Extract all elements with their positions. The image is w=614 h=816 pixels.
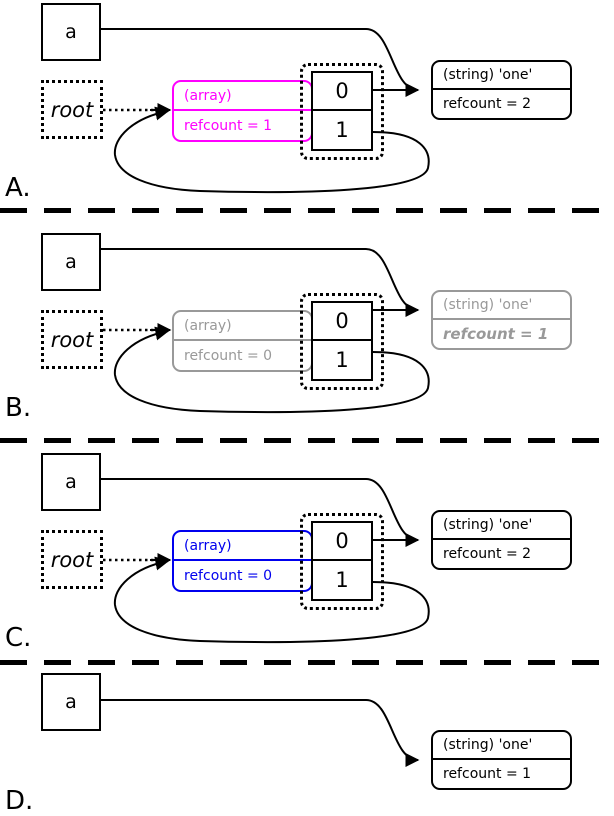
- root-label: root: [50, 327, 94, 352]
- array-zval-c: (array) refcount = 0: [172, 530, 313, 592]
- array-type-label: (array): [174, 312, 311, 341]
- array-refcount-label: refcount = 0: [184, 347, 273, 364]
- variable-label: a: [65, 251, 77, 273]
- array-refcount-label: refcount = 0: [184, 567, 273, 584]
- array-cell-0: 0: [313, 523, 371, 561]
- array-type-label: (array): [174, 532, 311, 561]
- array-refcount-label: refcount = 1: [184, 117, 273, 134]
- string-refcount-label: refcount = 1: [443, 325, 549, 343]
- array-cell-1: 1: [335, 118, 349, 142]
- string-zval-c: (string) 'one' refcount = 2: [431, 510, 572, 570]
- array-type-label: (array): [174, 82, 311, 111]
- variable-box-c: a: [41, 453, 101, 511]
- string-type-label: (string) 'one': [433, 292, 570, 320]
- panel-separator-1: [0, 208, 614, 213]
- root-label: root: [50, 547, 94, 572]
- array-cells-wrapper-c: [300, 513, 384, 610]
- variable-box-b: a: [41, 233, 101, 291]
- variable-label: a: [65, 691, 77, 713]
- panel-separator-3: [0, 660, 614, 665]
- panel-letter-a: A.: [5, 173, 31, 203]
- array-cell-0: 0: [313, 73, 371, 111]
- string-type-label: (string) 'one': [433, 732, 570, 760]
- root-label: root: [50, 97, 94, 122]
- array-zval-a: (array) refcount = 1: [172, 80, 313, 142]
- string-type-label: (string) 'one': [433, 62, 570, 90]
- panel-c-edges: [101, 478, 430, 644]
- array-cells-wrapper-b: [300, 293, 384, 390]
- string-refcount-label: refcount = 2: [443, 96, 532, 112]
- array-zval-b: (array) refcount = 0: [172, 310, 313, 372]
- array-cell-1: 1: [335, 568, 349, 592]
- edge-a-to-string-d: [101, 699, 420, 767]
- variable-box-d: a: [41, 673, 101, 731]
- array-cells-c: 0 1: [311, 521, 373, 601]
- panel-separator-2: [0, 438, 614, 443]
- string-refcount-label: refcount = 2: [443, 546, 532, 562]
- array-cells-a: 0 1: [311, 71, 373, 151]
- array-cell-0: 0: [313, 303, 371, 341]
- array-cell-1: 1: [335, 348, 349, 372]
- panel-b-edges: [101, 248, 430, 414]
- root-box-a: root: [41, 80, 103, 139]
- string-zval-d: (string) 'one' refcount = 1: [431, 730, 572, 790]
- array-cells-b: 0 1: [311, 301, 373, 381]
- edge-cell1-loop-c: [113, 556, 430, 644]
- array-cells-wrapper-a: [300, 63, 384, 160]
- string-refcount-label: refcount = 1: [443, 766, 532, 782]
- variable-label: a: [65, 21, 77, 43]
- string-zval-b: (string) 'one' refcount = 1: [431, 290, 572, 350]
- edge-cell1-loop-a: [113, 106, 430, 194]
- root-box-c: root: [41, 530, 103, 589]
- variable-label: a: [65, 471, 77, 493]
- panel-letter-c: C.: [5, 623, 32, 653]
- string-type-label: (string) 'one': [433, 512, 570, 540]
- panel-letter-d: D.: [5, 786, 34, 816]
- variable-box-a: a: [41, 3, 101, 61]
- edge-cell1-loop-b: [113, 326, 430, 414]
- string-zval-a: (string) 'one' refcount = 2: [431, 60, 572, 120]
- root-box-b: root: [41, 310, 103, 369]
- panel-letter-b: B.: [5, 393, 32, 423]
